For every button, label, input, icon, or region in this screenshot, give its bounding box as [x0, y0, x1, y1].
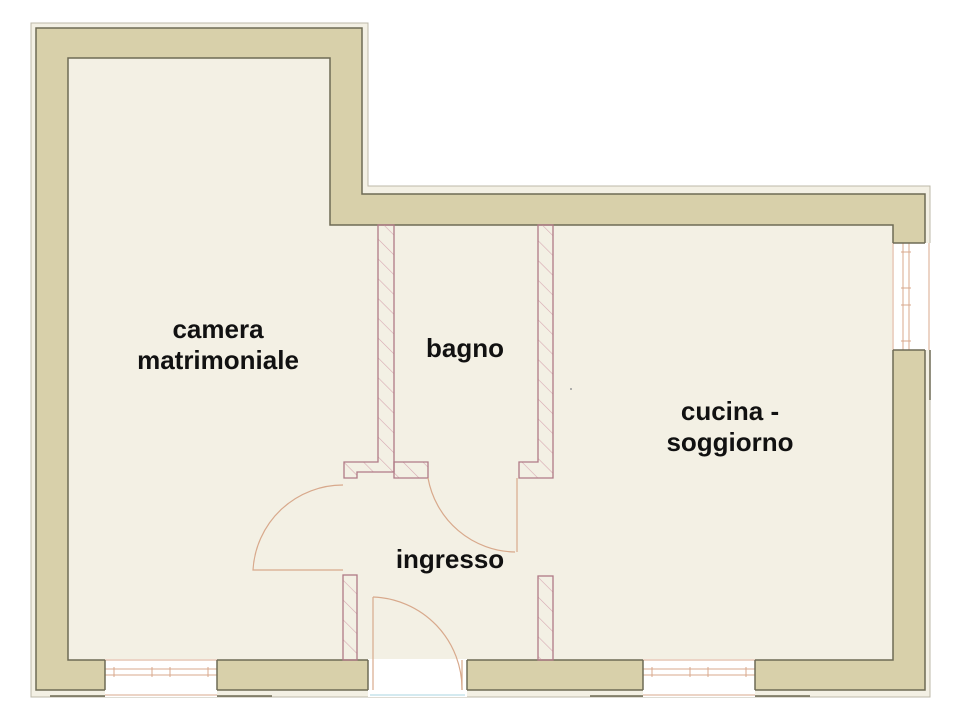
interior-partitions [342, 224, 554, 661]
exterior-walls [35, 27, 926, 691]
ingresso-label: ingresso [395, 544, 505, 574]
camera-label-line1: camera [172, 314, 264, 344]
cucina-label-line2: soggiorno [666, 427, 794, 457]
room-label-ingresso: ingresso [370, 544, 530, 575]
room-label-cucina-soggiorno: cucina - soggiorno [620, 396, 840, 458]
cucina-label-line1: cucina - [680, 396, 780, 426]
room-label-bagno: bagno [400, 333, 530, 364]
bagno-label: bagno [426, 333, 504, 363]
room-label-camera: camera matrimoniale [98, 314, 338, 376]
door-swings [252, 477, 518, 691]
outer-trim [30, 22, 931, 698]
camera-label-line2: matrimoniale [137, 345, 299, 375]
bottom-windows [50, 659, 810, 697]
right-window [892, 242, 932, 400]
